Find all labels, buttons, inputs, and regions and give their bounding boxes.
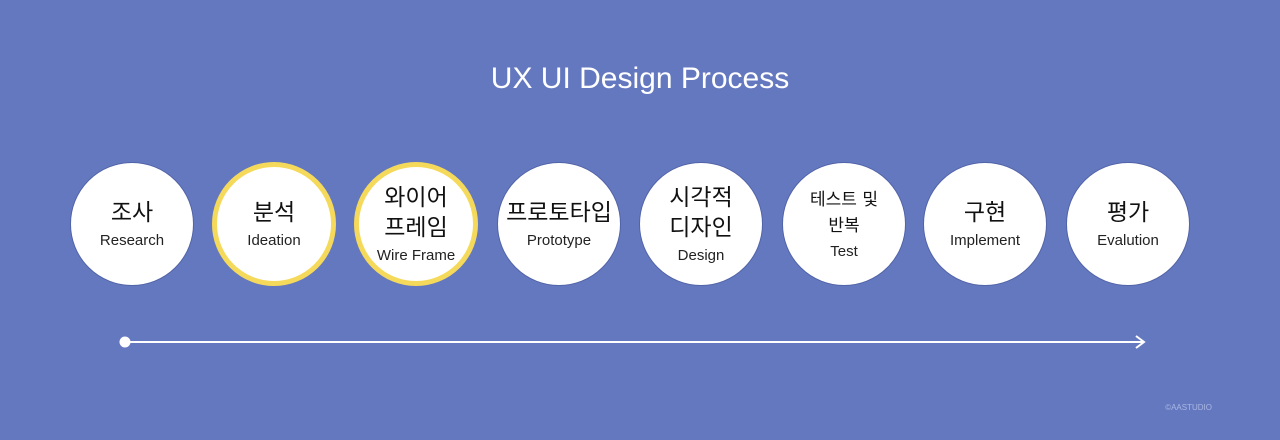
step-label-ko: 프로토타입 — [506, 199, 612, 226]
step-label-en: Wire Frame — [376, 246, 456, 264]
step-evaluation: 평가 Evalution — [1066, 162, 1190, 286]
step-label-en: Evalution — [1097, 231, 1159, 249]
step-label-en: Prototype — [526, 231, 592, 249]
copyright-text: ©AASTUDIO — [1165, 403, 1212, 412]
step-design: 시각적 디자인 Design — [639, 162, 763, 286]
step-label-en: Implement — [949, 231, 1021, 249]
step-prototype: 프로토타입 Prototype — [497, 162, 621, 286]
step-wireframe: 와이어 프레임 Wire Frame — [354, 162, 478, 286]
timeline-arrow — [119, 335, 1146, 349]
step-label-ko: 시각적 디자인 — [669, 184, 733, 241]
arrow-head-icon — [1135, 335, 1146, 349]
step-label-ko: 분석 — [252, 199, 296, 226]
step-test: 테스트 및 반복 Test — [782, 162, 906, 286]
step-label-en: Design — [677, 246, 725, 264]
step-label-en: Research — [99, 231, 165, 249]
step-implement: 구현 Implement — [923, 162, 1047, 286]
step-label-ko: 조사 — [110, 199, 154, 226]
step-label-en: Ideation — [247, 231, 301, 249]
step-label-ko: 평가 — [1106, 199, 1150, 226]
step-label-ko: 와이어 프레임 — [384, 184, 448, 241]
step-label-ko: 구현 — [963, 199, 1007, 226]
step-label-ko: 테스트 및 반복 — [810, 189, 878, 236]
diagram-title: UX UI Design Process — [490, 62, 790, 95]
step-research: 조사 Research — [70, 162, 194, 286]
step-label-en: Test — [830, 242, 858, 260]
step-ideation: 분석 Ideation — [212, 162, 336, 286]
